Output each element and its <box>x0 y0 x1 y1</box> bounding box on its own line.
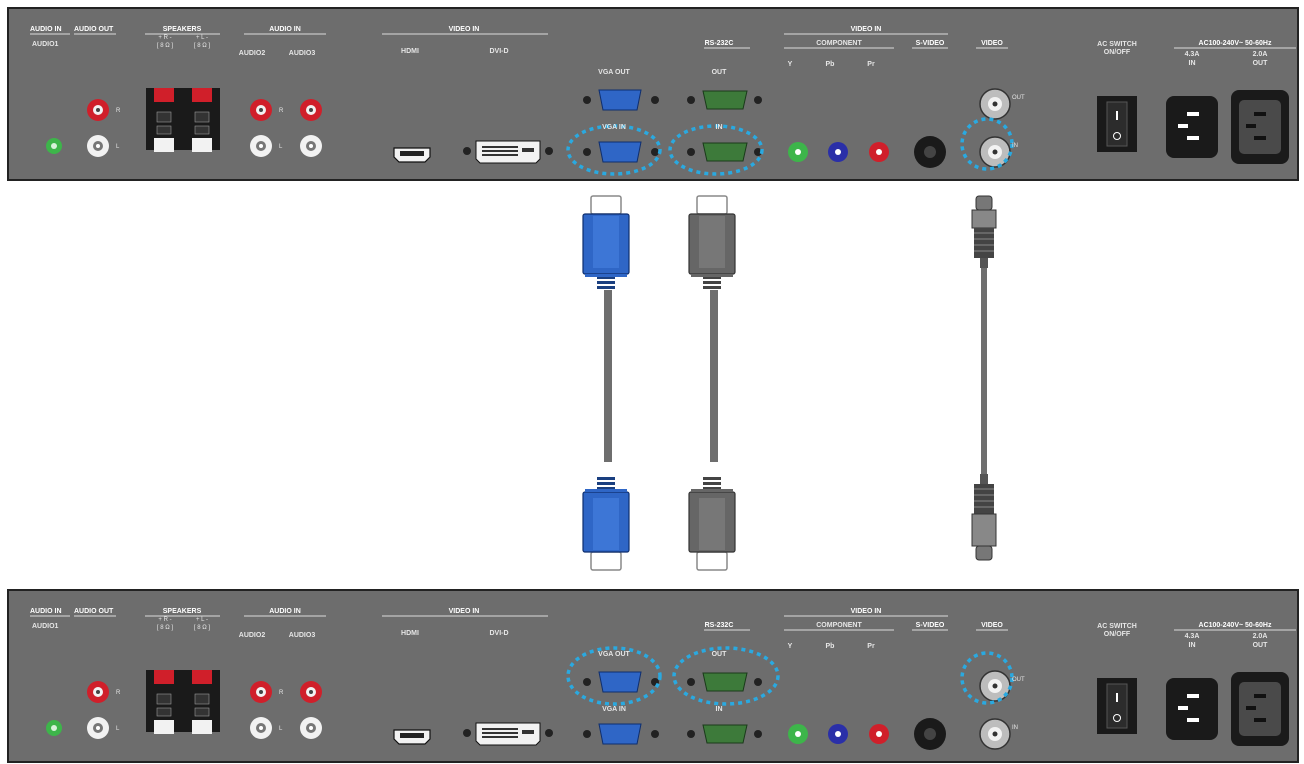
label-pr: Pr <box>867 643 875 650</box>
label-component: COMPONENT <box>816 40 862 47</box>
label-audio-in-23: AUDIO IN <box>269 26 301 33</box>
label-dvi-d: DVI-D <box>489 630 508 637</box>
label-ac-spec: AC100-240V~ 50-60Hz <box>1199 40 1272 47</box>
label-audio3: AUDIO3 <box>289 50 316 57</box>
label-rs232c: RS-232C <box>705 622 734 629</box>
vga-out-highlight <box>566 646 662 706</box>
label-vga-out: VGA OUT <box>598 69 630 76</box>
label-bnc-out: OUT <box>1012 95 1025 101</box>
vga-in-highlight <box>566 124 662 176</box>
vga-cable-icon <box>582 195 630 571</box>
label-video-in-2: VIDEO IN <box>851 26 882 33</box>
label-video-in: VIDEO IN <box>449 26 480 33</box>
label-ohm-l: [ 8 Ω ] <box>194 625 210 631</box>
label-l-2: L <box>279 144 283 150</box>
label-audio2: AUDIO2 <box>239 632 266 639</box>
label-audio-in-23: AUDIO IN <box>269 608 301 615</box>
label-pb: Pb <box>826 643 835 650</box>
label-bnc-in: IN <box>1012 725 1018 731</box>
label-y: Y <box>788 643 793 650</box>
label-rs-out: OUT <box>712 651 728 658</box>
label-hdmi: HDMI <box>401 630 419 637</box>
label-ac-out: OUT <box>1253 642 1269 649</box>
label-y: Y <box>788 61 793 68</box>
label-ac-switch: AC SWITCH <box>1097 623 1137 630</box>
label-l-2: L <box>279 726 283 732</box>
label-s-video: S-VIDEO <box>916 40 945 47</box>
label-l-1: L <box>116 144 120 150</box>
label-vga-out: VGA OUT <box>598 651 630 658</box>
label-video-in: VIDEO IN <box>449 608 480 615</box>
label-video: VIDEO <box>981 622 1003 629</box>
label-audio1: AUDIO1 <box>32 41 59 48</box>
top-panel-labels: AUDIO IN AUDIO OUT AUDIO1 SPEAKERS + R -… <box>30 26 1272 150</box>
label-amp-out: 2.0A <box>1253 633 1268 640</box>
label-speakers: SPEAKERS <box>163 608 202 615</box>
label-video: VIDEO <box>981 40 1003 47</box>
label-ac-in: IN <box>1189 60 1196 67</box>
label-audio2: AUDIO2 <box>239 50 266 57</box>
label-ac-switch: AC SWITCH <box>1097 41 1137 48</box>
label-speakers: SPEAKERS <box>163 26 202 33</box>
label-ohm-l: [ 8 Ω ] <box>194 43 210 49</box>
bnc-cable-icon <box>971 195 997 561</box>
label-video-in-2: VIDEO IN <box>851 608 882 615</box>
label-spk-l: + L - <box>196 35 208 41</box>
label-rs-out: OUT <box>712 69 728 76</box>
label-vga-in: VGA IN <box>602 124 626 131</box>
label-rs-in: IN <box>716 706 723 713</box>
label-audio-out: AUDIO OUT <box>74 608 114 615</box>
label-spk-r: + R - <box>158 617 171 623</box>
top-display-rear-panel: AUDIO IN AUDIO OUT AUDIO1 SPEAKERS + R -… <box>7 7 1299 181</box>
label-amp-in: 4.3A <box>1185 51 1200 58</box>
label-ohm-r: [ 8 Ω ] <box>157 43 173 49</box>
label-hdmi: HDMI <box>401 48 419 55</box>
label-on-off: ON/OFF <box>1104 631 1131 638</box>
label-pb: Pb <box>826 61 835 68</box>
label-pr: Pr <box>867 61 875 68</box>
label-on-off: ON/OFF <box>1104 49 1131 56</box>
label-r-1: R <box>116 690 121 696</box>
label-spk-l: + L - <box>196 617 208 623</box>
label-s-video: S-VIDEO <box>916 622 945 629</box>
label-r-2: R <box>279 108 284 114</box>
label-r-2: R <box>279 690 284 696</box>
label-rs232c: RS-232C <box>705 40 734 47</box>
label-bnc-in: IN <box>1012 143 1018 149</box>
label-amp-in: 4.3A <box>1185 633 1200 640</box>
label-spk-r: + R - <box>158 35 171 41</box>
bnc-out-highlight <box>960 651 1014 705</box>
rs232c-in-highlight <box>668 124 764 176</box>
label-audio-in: AUDIO IN <box>30 608 62 615</box>
label-rs-in: IN <box>716 124 723 131</box>
label-ac-spec: AC100-240V~ 50-60Hz <box>1199 622 1272 629</box>
label-ohm-r: [ 8 Ω ] <box>157 625 173 631</box>
label-audio-out: AUDIO OUT <box>74 26 114 33</box>
bottom-panel-labels: AUDIO IN AUDIO OUT AUDIO1 SPEAKERS + R -… <box>30 608 1272 732</box>
label-audio1: AUDIO1 <box>32 623 59 630</box>
label-ac-out: OUT <box>1253 60 1269 67</box>
label-component: COMPONENT <box>816 622 862 629</box>
label-l-1: L <box>116 726 120 732</box>
label-amp-out: 2.0A <box>1253 51 1268 58</box>
label-ac-in: IN <box>1189 642 1196 649</box>
label-bnc-out: OUT <box>1012 677 1025 683</box>
rs232c-out-highlight <box>672 646 780 706</box>
label-audio3: AUDIO3 <box>289 632 316 639</box>
label-vga-in: VGA IN <box>602 706 626 713</box>
label-r-1: R <box>116 108 121 114</box>
label-dvi-d: DVI-D <box>489 48 508 55</box>
label-audio-in: AUDIO IN <box>30 26 62 33</box>
serial-cable-icon <box>688 195 736 571</box>
bottom-display-rear-panel: AUDIO IN AUDIO OUT AUDIO1 SPEAKERS + R -… <box>7 589 1299 763</box>
bnc-in-highlight <box>960 117 1014 171</box>
